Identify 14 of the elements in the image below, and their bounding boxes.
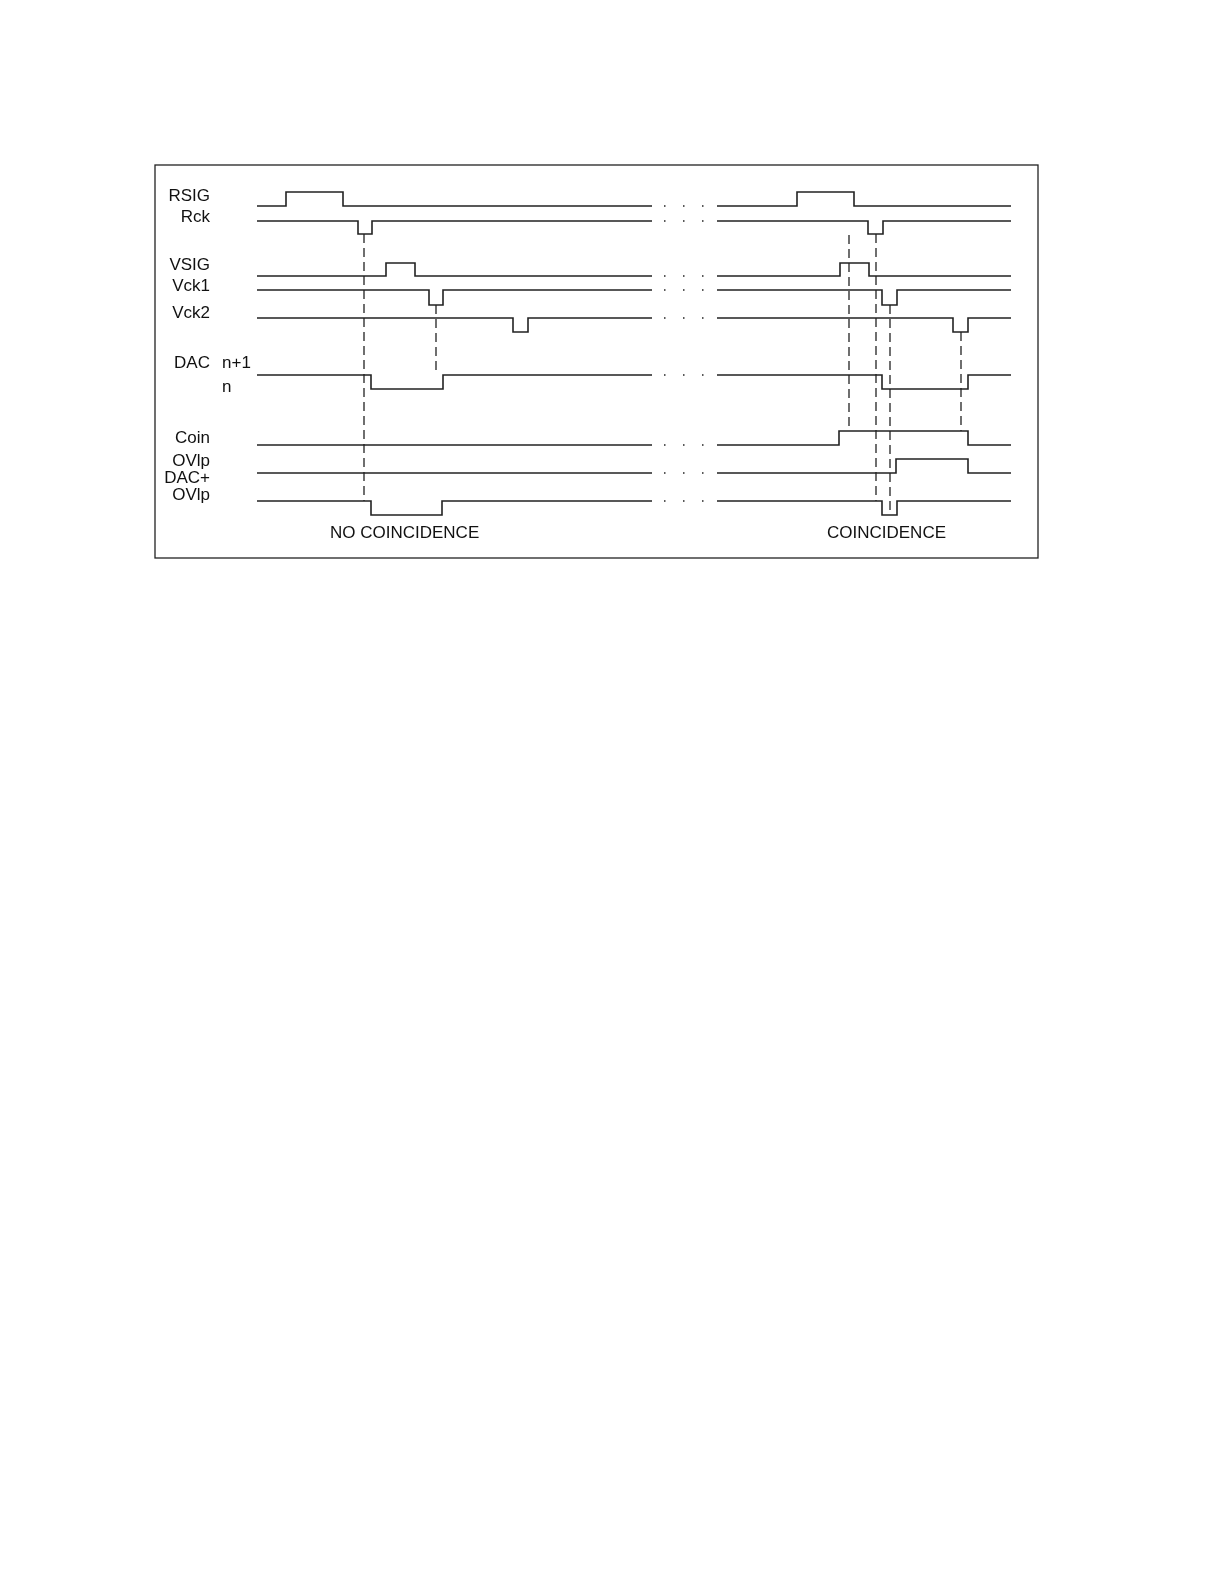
signal-label: OVlp: [172, 452, 210, 470]
signal-label: DAC: [174, 354, 210, 372]
level-label: n: [222, 378, 232, 396]
signal-label: OVlp: [172, 486, 210, 504]
signal-label: DAC+: [164, 469, 210, 487]
case-label: NO COINCIDENCE: [330, 524, 480, 542]
signal-label: Vck1: [172, 277, 210, 295]
signal-label: Rck: [180, 208, 210, 226]
signal-label: RSIG: [168, 187, 210, 205]
signal-label: Coin: [175, 429, 210, 447]
signal-label: Vck2: [172, 304, 210, 322]
case-label: COINCIDENCE: [827, 524, 946, 542]
signal-label: VSIG: [169, 256, 210, 274]
level-label: n+1: [222, 354, 251, 372]
